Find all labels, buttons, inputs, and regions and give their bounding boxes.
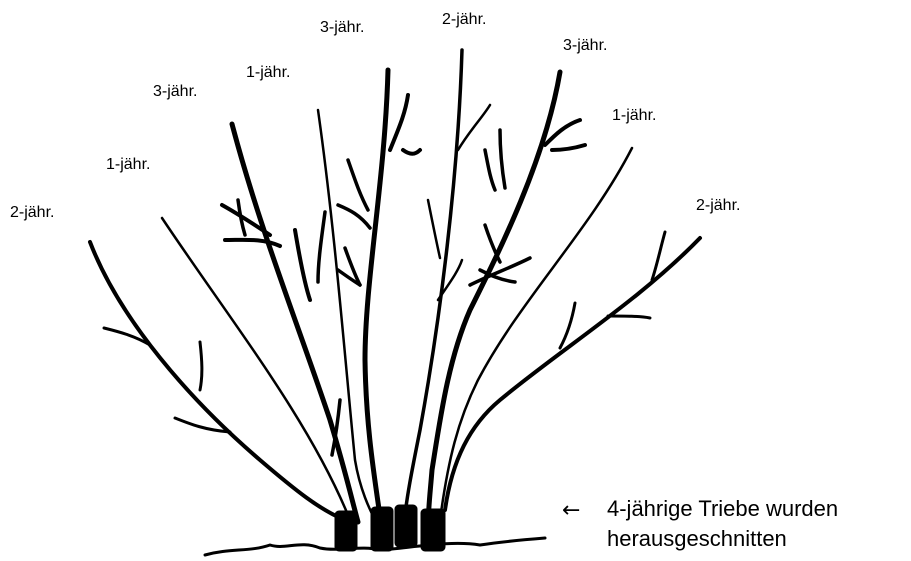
stump [336,512,356,550]
label-1yr-center-left: 1-jähr. [246,64,290,82]
note-line-1: 4-jährige Triebe wurden [607,494,838,524]
label-3yr-center: 3-jähr. [320,19,364,37]
side-branch [485,150,495,190]
side-branch [200,342,202,390]
side-branch [318,212,325,282]
side-branch [485,225,500,262]
label-1yr-left: 1-jähr. [106,156,150,174]
cut-stumps [336,506,444,550]
side-branch [348,160,368,210]
left-arrow-icon: ← [562,498,580,523]
shoot-3yr-left [232,124,358,522]
shoot-3yr-center [365,70,388,530]
side-branch [403,150,420,154]
label-1yr-right: 1-jähr. [612,107,656,125]
label-3yr-left: 3-jähr. [153,83,197,101]
label-2yr-center: 2-jähr. [442,11,486,29]
side-branch [500,130,505,188]
side-branch [552,145,585,150]
side-branch [458,105,490,150]
side-branch [608,316,650,318]
side-branch [338,205,370,228]
stump [372,508,392,550]
label-2yr-far-right: 2-jähr. [696,197,740,215]
side-branch [225,240,280,246]
label-2yr-far-left: 2-jähr. [10,204,54,222]
side-branch [390,95,408,150]
note-line-2: herausgeschnitten [607,524,787,554]
label-3yr-right: 3-jähr. [563,37,607,55]
shoot-1yr-right [440,148,632,520]
side-branch [295,230,310,300]
stump [396,506,416,546]
shoot-1yr-left [162,218,350,520]
shoot-3yr-right [428,72,560,530]
side-branch [428,200,440,258]
stump [422,510,444,550]
side-branch [560,303,575,348]
